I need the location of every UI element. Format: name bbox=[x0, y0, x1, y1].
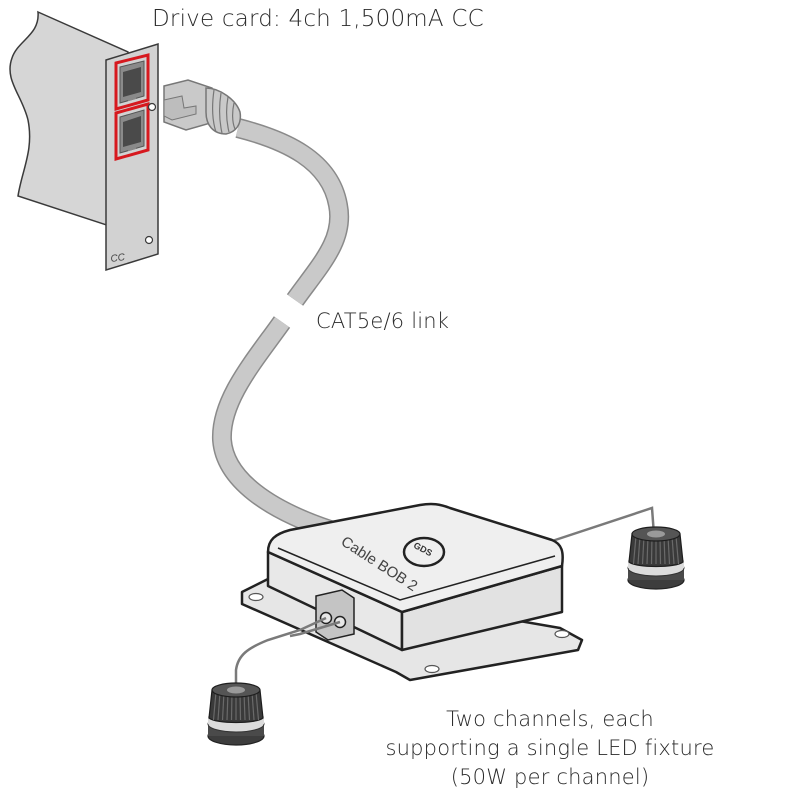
cable-link-label: CAT5e/6 link bbox=[316, 309, 450, 333]
channels-line-3: (50W per channel) bbox=[450, 765, 650, 789]
wire-right bbox=[539, 506, 656, 547]
channels-line-2: supporting a single LED fixture bbox=[385, 736, 715, 760]
panel-led-hole-top bbox=[147, 102, 157, 112]
rj45-port-lower[interactable] bbox=[114, 102, 150, 161]
cat5-cable bbox=[211, 118, 350, 540]
mounting-hole-2 bbox=[554, 629, 570, 639]
led-fixture-right bbox=[627, 526, 685, 590]
wire-left bbox=[234, 616, 327, 690]
drive-card-body bbox=[9, 10, 129, 234]
terminal-block[interactable] bbox=[315, 589, 355, 641]
drive-card: CC bbox=[9, 10, 159, 272]
gds-logo bbox=[402, 536, 446, 568]
box-top bbox=[266, 502, 564, 614]
drive-card-label: Drive card: 4ch 1,500mA CC bbox=[152, 6, 484, 32]
panel-label: CC bbox=[110, 252, 127, 265]
rj45-port-upper[interactable] bbox=[114, 53, 150, 111]
mounting-hole-3 bbox=[424, 664, 440, 674]
led-fixture-left bbox=[207, 682, 265, 746]
panel-led-hole-bottom bbox=[144, 235, 154, 245]
rj45-plug[interactable] bbox=[163, 79, 242, 135]
channels-description: Two channels, each supporting a single L… bbox=[340, 705, 760, 792]
channels-line-1: Two channels, each bbox=[446, 707, 654, 731]
breakout-box: GDS Cable BOB 2 bbox=[240, 502, 584, 682]
mounting-hole-1 bbox=[248, 592, 264, 602]
